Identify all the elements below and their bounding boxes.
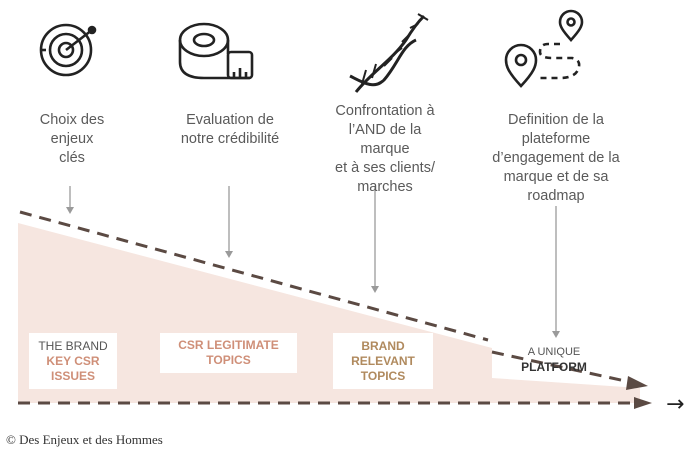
box-brand-key-csr-issues: THE BRAND KEY CSR ISSUES	[29, 333, 117, 389]
box-1-line-1: THE BRAND	[38, 338, 108, 353]
top-dashed-line	[19, 210, 489, 342]
box-4-line-1: A UNIQUE	[527, 346, 581, 358]
box-3-line-1: BRAND	[361, 338, 405, 353]
box-2-line-1: CSR LEGITIMATE	[178, 338, 279, 352]
bottom-dashed-arrowhead	[634, 397, 652, 409]
connector-1	[66, 186, 74, 214]
copyright-footer: © Des Enjeux et des Hommes	[6, 432, 163, 447]
box-csr-legitimate-topics: CSR LEGITIMATE TOPICS	[160, 333, 297, 373]
step-label-3: Confrontation à l’AND de la marque et à …	[335, 103, 435, 195]
route-map-icon	[504, 9, 584, 88]
box-1-line-2: KEY CSR	[46, 353, 100, 368]
box-unique-platform: A UNIQUE PLATFORM	[494, 342, 614, 378]
step-label-4: Definition de la plateforme d’engagement…	[492, 112, 620, 204]
connector-2	[225, 186, 233, 258]
top-dashed-arrowhead	[626, 376, 648, 390]
step-label-1: Choix des enjeux clés	[39, 112, 105, 166]
dna-icon	[349, 13, 429, 93]
box-2-line-2: TOPICS	[206, 353, 251, 367]
right-arrow-icon: →	[666, 392, 685, 417]
connector-4	[552, 206, 560, 338]
top-dashed-line-end	[491, 350, 631, 384]
step-label-2: Evaluation de notre crédibilité	[180, 112, 280, 147]
box-3-line-3: TOPICS	[360, 368, 406, 383]
box-brand-relevant-topics: BRAND RELEVANT TOPICS	[333, 333, 433, 389]
box-1-line-3: ISSUES	[50, 368, 95, 383]
connector-3	[371, 186, 379, 293]
box-3-line-2: RELEVANT	[351, 353, 415, 368]
measuring-tape-icon	[178, 22, 254, 80]
box-4-line-2: PLATFORM	[521, 360, 587, 374]
radar-icon	[39, 23, 97, 77]
